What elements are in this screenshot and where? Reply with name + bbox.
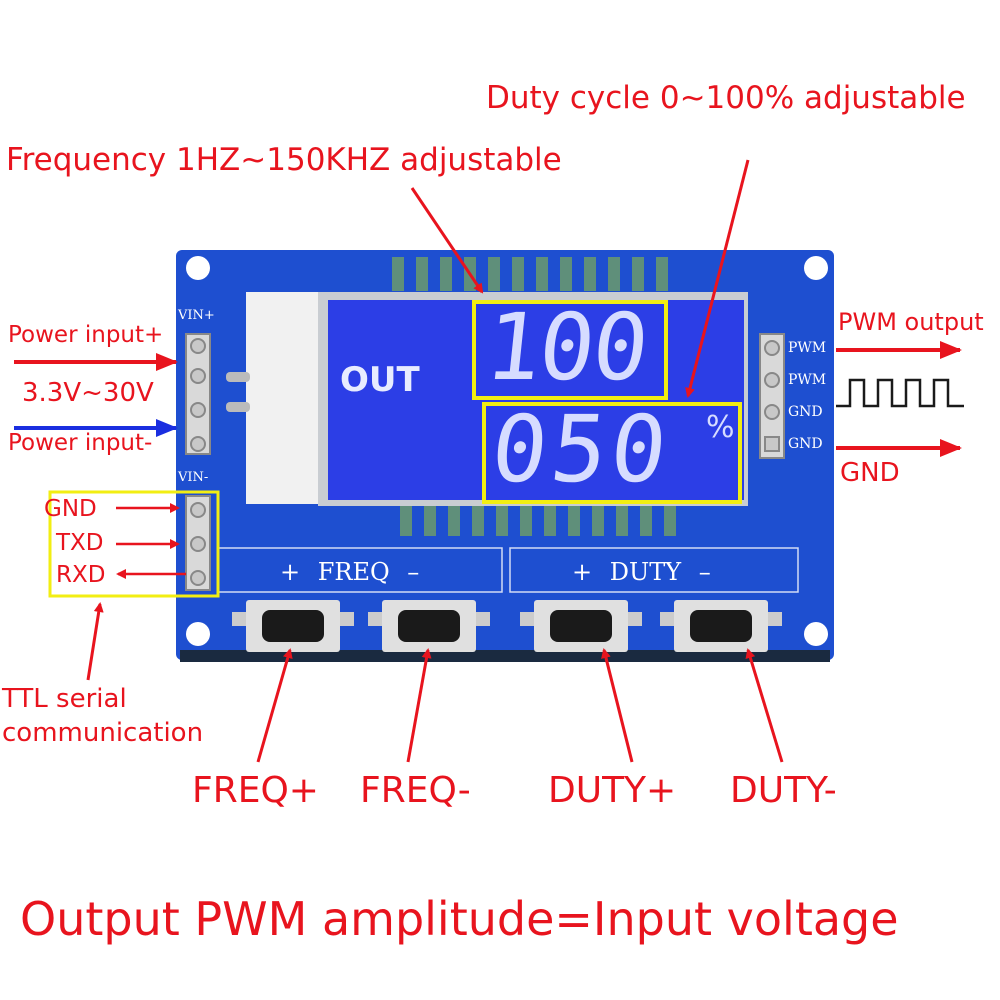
highlight-uart xyxy=(48,490,220,598)
vin-header xyxy=(185,333,211,455)
pin-label-pwm-2: PWM xyxy=(788,372,827,388)
arrow-icon xyxy=(256,648,293,763)
lcd-bottom-value: 050 xyxy=(486,396,676,503)
pwm-output-label: PWM output xyxy=(838,308,984,336)
power-pos-label: Power input+ xyxy=(8,322,164,348)
tactile-button-duty-plus xyxy=(520,600,642,652)
arrow-icon xyxy=(406,648,432,763)
voltage-range-label: 3.3V~30V xyxy=(22,378,154,408)
duty-group-outline xyxy=(509,547,799,593)
tactile-button-freq-plus xyxy=(232,600,354,652)
tactile-button-duty-minus xyxy=(660,600,782,652)
gnd-output-label: GND xyxy=(840,458,900,488)
mounting-hole xyxy=(804,256,828,280)
vin-minus-silk: VIN- xyxy=(178,470,209,485)
mounting-hole xyxy=(804,622,828,646)
highlight-bottom-value xyxy=(482,402,742,504)
txd-pin-label: TXD xyxy=(56,530,104,556)
arrow-icon xyxy=(685,159,750,398)
vin-plus-silk: VIN+ xyxy=(178,308,215,323)
lcd-clip xyxy=(226,402,250,412)
footer-caption: Output PWM amplitude=Input voltage xyxy=(20,892,899,946)
freq-minus-label: FREQ- xyxy=(360,770,471,811)
lcd-mode-text: OUT xyxy=(340,360,420,400)
freq-group-silk: + FREQ – xyxy=(280,558,420,586)
duty-plus-label: DUTY+ xyxy=(548,770,677,811)
pwm-header xyxy=(759,333,785,459)
arrow-icon xyxy=(86,602,104,681)
lcd-frame xyxy=(246,292,332,504)
duty-group-silk: + DUTY – xyxy=(572,558,711,586)
duty-range-label: Duty cycle 0~100% adjustable xyxy=(486,80,966,116)
arrow-icon xyxy=(601,648,634,763)
lcd-top-value: 100 xyxy=(480,294,652,401)
pcb-bottom-edge xyxy=(180,650,830,662)
uart-header xyxy=(185,495,211,591)
freq-range-label: Frequency 1HZ~150KHZ adjustable xyxy=(6,142,562,178)
pin-label-gnd-1: GND xyxy=(788,404,823,420)
mounting-hole xyxy=(186,256,210,280)
power-neg-label: Power input- xyxy=(8,430,153,456)
duty-minus-label: DUTY- xyxy=(730,770,837,811)
pin-label-gnd-2: GND xyxy=(788,436,823,452)
highlight-top-value xyxy=(472,300,668,400)
square-wave-icon xyxy=(836,378,964,408)
ttl-label-line2: communication xyxy=(2,718,204,748)
lcd-bottom-pins xyxy=(400,506,676,536)
lcd-clip xyxy=(226,372,250,382)
ttl-label-line1: TTL serial xyxy=(2,684,127,714)
pin-label-pwm-1: PWM xyxy=(788,340,827,356)
tactile-button-freq-minus xyxy=(368,600,490,652)
freq-plus-label: FREQ+ xyxy=(192,770,319,811)
arrow-icon xyxy=(745,648,784,763)
mounting-hole xyxy=(186,622,210,646)
gnd-pin-label: GND xyxy=(44,496,97,522)
arrow-icon xyxy=(410,187,484,294)
lcd-top-pins xyxy=(392,257,668,291)
rxd-pin-label: RXD xyxy=(56,562,106,588)
lcd-percent-unit: % xyxy=(706,410,735,445)
